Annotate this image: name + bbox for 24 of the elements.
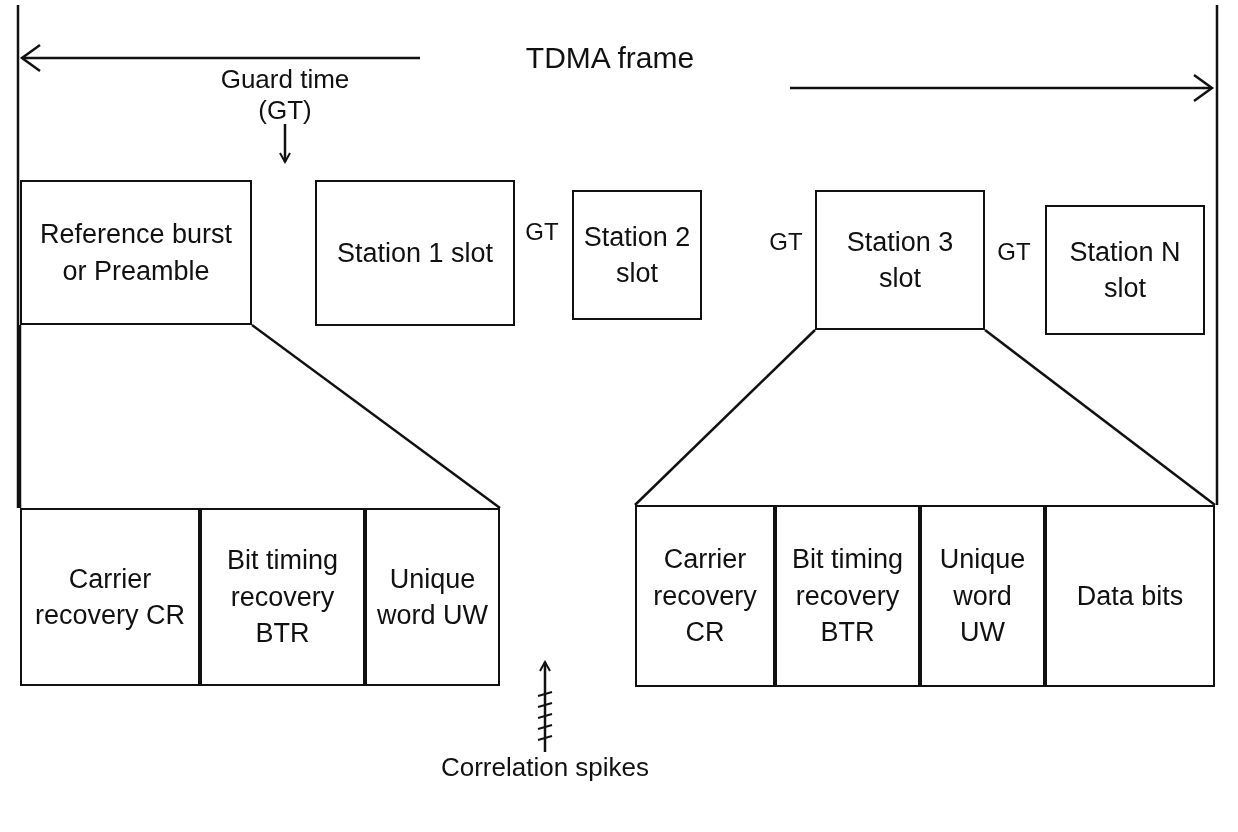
slot-box: Carrier recovery CR — [635, 505, 775, 687]
slot-box: Station 2 slot — [572, 190, 702, 320]
slot-box: Station N slot — [1045, 205, 1205, 335]
slot-box: Unique word UW — [920, 505, 1045, 687]
slot-box: Data bits — [1045, 505, 1215, 687]
slot-box: Unique word UW — [365, 508, 500, 686]
arrow — [537, 661, 553, 752]
connector-line — [18, 325, 22, 508]
connector-line — [634, 329, 816, 506]
arrow — [279, 124, 291, 163]
slot-box: Station 3 slot — [815, 190, 985, 330]
slot-box: Carrier recovery CR — [20, 508, 200, 686]
slot-box: Reference burst or Preamble — [20, 180, 252, 325]
slot-box: Station 1 slot — [315, 180, 515, 326]
gap-label: GT — [996, 238, 1032, 267]
dimension-label: TDMA frame — [524, 40, 696, 76]
connector-line — [251, 324, 501, 509]
annotation-text: Correlation spikes — [430, 752, 660, 792]
slot-box: Bit timing recovery BTR — [200, 508, 365, 686]
slot-box: Bit timing recovery BTR — [775, 505, 920, 687]
gap-label: GT — [524, 218, 560, 247]
annotation-text: Guard time (GT) — [210, 64, 360, 124]
connector-line — [984, 329, 1216, 506]
gap-label: GT — [768, 228, 804, 257]
